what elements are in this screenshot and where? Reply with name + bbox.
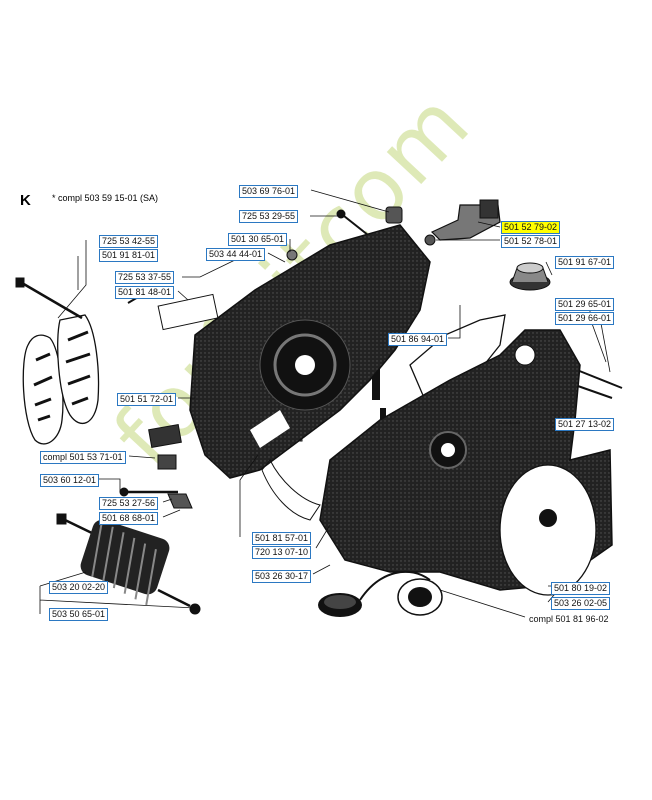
part-label[interactable]: 501 29 65-01 <box>555 298 615 311</box>
part-label[interactable]: 503 20 02-20 <box>49 581 109 594</box>
part-label[interactable]: 503 26 02-05 <box>551 597 611 610</box>
complete-assembly-note: * compl 503 59 15-01 (SA) <box>52 193 159 203</box>
part-label[interactable]: compl 501 81 96-02 <box>529 614 609 624</box>
part-label[interactable]: 501 80 19-02 <box>551 582 611 595</box>
part-label[interactable]: 501 68 68-01 <box>99 512 159 525</box>
part-label[interactable]: 725 53 29-55 <box>239 210 299 223</box>
bolt-parts <box>15 209 623 615</box>
part-label[interactable]: 503 26 30-17 <box>252 570 312 583</box>
part-label[interactable]: 501 81 48-01 <box>115 286 175 299</box>
part-label[interactable]: 501 91 81-01 <box>99 249 159 262</box>
part-label[interactable]: 503 60 12-01 <box>40 474 100 487</box>
part-label-highlighted[interactable]: 501 52 79-02 <box>501 221 561 234</box>
part-label[interactable]: 720 13 07-10 <box>252 546 312 559</box>
part-label[interactable]: 725 53 27-56 <box>99 497 159 510</box>
part-label[interactable]: 503 69 76-01 <box>239 185 299 198</box>
part-label[interactable]: 501 91 67-01 <box>555 256 615 269</box>
part-label[interactable]: 501 27 13-02 <box>555 418 615 431</box>
part-label[interactable]: 501 51 72-01 <box>117 393 177 406</box>
part-label[interactable]: 503 44 44-01 <box>206 248 266 261</box>
tank-cap-part <box>318 570 443 617</box>
part-label[interactable]: 503 50 65-01 <box>49 608 109 621</box>
part-label[interactable]: 501 86 94-01 <box>388 333 448 346</box>
spring-part <box>80 519 170 606</box>
part-label[interactable]: 501 81 57-01 <box>252 532 312 545</box>
part-label[interactable]: 501 52 78-01 <box>501 235 561 248</box>
part-label[interactable]: 501 29 66-01 <box>555 312 615 325</box>
crankcase-right-half <box>319 329 613 596</box>
handle-bracket-part <box>424 199 501 246</box>
crankcase-left-half <box>189 224 431 479</box>
rubber-mount-part <box>286 206 551 291</box>
part-label[interactable]: 725 53 42-55 <box>99 235 159 248</box>
section-letter: K <box>20 192 31 209</box>
part-label[interactable]: 501 30 65-01 <box>228 233 288 246</box>
part-label[interactable]: 725 53 37-55 <box>115 271 175 284</box>
clip-parts <box>148 293 386 509</box>
part-label[interactable]: compl 501 53 71-01 <box>40 451 126 464</box>
side-cover-part <box>22 314 100 445</box>
